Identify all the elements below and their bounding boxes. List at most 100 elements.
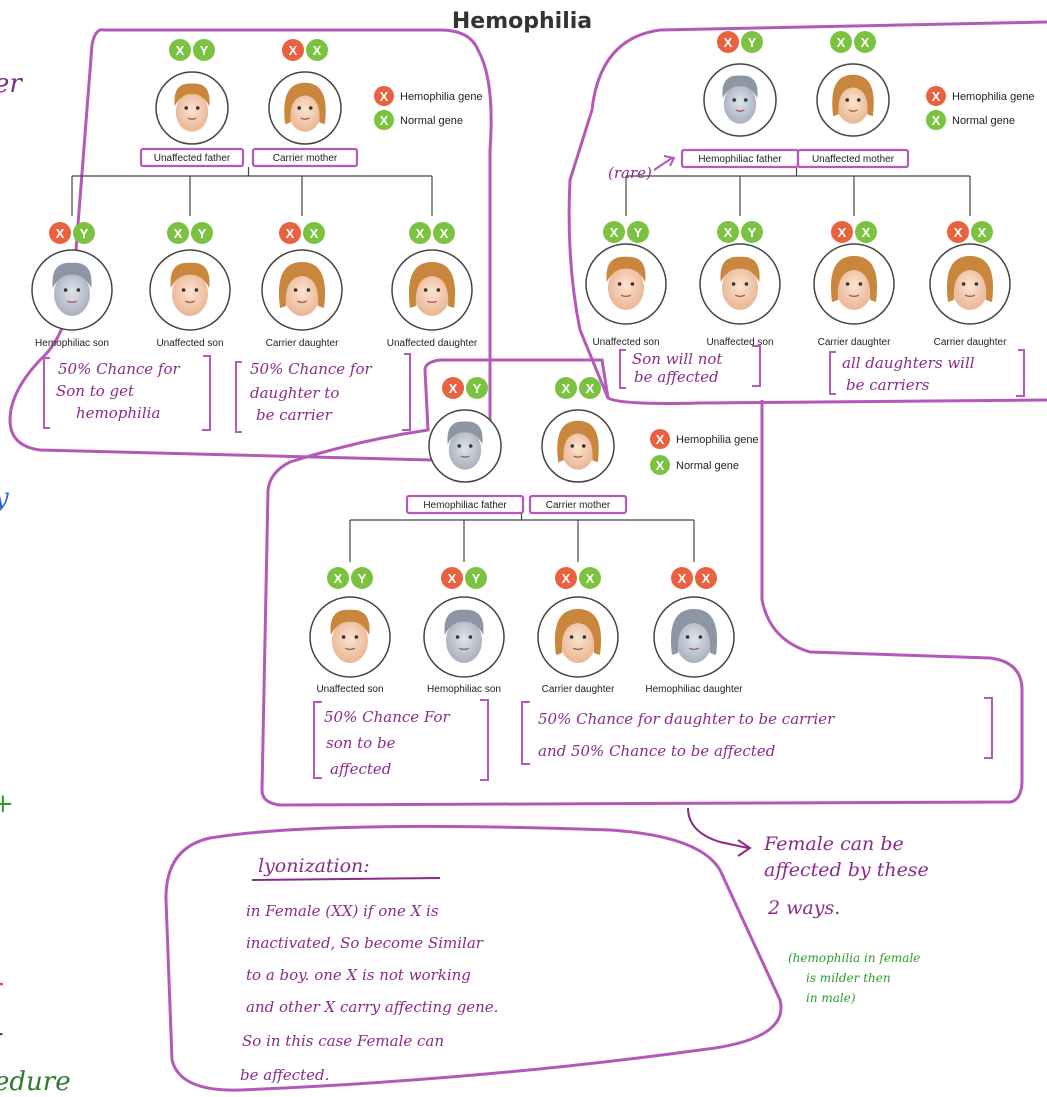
edge-ink-black: - — [0, 1021, 3, 1046]
hemophilia-gene-icon — [695, 567, 717, 589]
legend-hemophilia-label: Hemophilia gene — [952, 91, 1035, 103]
edge-ink-red: · — [0, 973, 5, 998]
rare-arrow — [653, 155, 676, 171]
svg-text:X: X — [449, 381, 458, 396]
normal-gene-icon — [73, 222, 95, 244]
hemophilia-gene-icon — [49, 222, 71, 244]
normal-gene-icon — [374, 110, 394, 130]
normal-gene-icon — [603, 221, 625, 243]
svg-text:to a boy. one X is not working: to a boy. one X is not working — [246, 966, 471, 984]
panel-2-son-note: Son will not be affected — [619, 345, 761, 389]
edge-ink-purple: er — [0, 69, 23, 99]
father-label: Hemophiliac father — [423, 500, 507, 511]
svg-text:X: X — [932, 113, 941, 128]
svg-text:X: X — [656, 432, 665, 447]
svg-text:X: X — [954, 225, 963, 240]
mother-portrait — [268, 71, 342, 145]
normal-gene-icon — [717, 221, 739, 243]
svg-text:X: X — [334, 571, 343, 586]
normal-gene-icon — [555, 377, 577, 399]
svg-text:Y: Y — [748, 35, 757, 50]
hemophilia-gene-icon — [947, 221, 969, 243]
svg-text:X: X — [586, 381, 595, 396]
female-note: Female can be affected by these 2 ways. — [763, 833, 929, 919]
child-label: Unaffected son — [156, 338, 223, 349]
svg-text:in Female (XX) if one X is: in Female (XX) if one X is — [246, 902, 439, 920]
svg-text:Son will not: Son will not — [632, 350, 723, 368]
child-portrait — [31, 249, 113, 331]
normal-gene-icon — [854, 31, 876, 53]
diagram-title: Hemophilia — [452, 9, 592, 34]
svg-text:X: X — [861, 35, 870, 50]
hemophilia-gene-icon — [650, 429, 670, 449]
normal-gene-icon — [926, 110, 946, 130]
panel-2-daughter-note: all daughters will be carriers — [829, 349, 1025, 397]
normal-gene-icon — [627, 221, 649, 243]
mother-label: Carrier mother — [273, 153, 338, 164]
panel-1-son-note: 50% Chance for Son to get hemophilia — [43, 355, 211, 431]
svg-text:Y: Y — [358, 571, 367, 586]
svg-text:Son to get: Son to get — [56, 382, 135, 400]
mother-portrait — [816, 63, 890, 137]
svg-text:X: X — [313, 43, 322, 58]
svg-text:be carriers: be carriers — [846, 376, 930, 394]
panel-3-daughter-note: 50% Chance for daughter to be carrier an… — [521, 697, 993, 765]
normal-gene-icon — [351, 567, 373, 589]
svg-text:X: X — [702, 571, 711, 586]
normal-gene-icon — [741, 31, 763, 53]
svg-text:X: X — [656, 458, 665, 473]
svg-text:X: X — [289, 43, 298, 58]
child-portrait — [699, 243, 781, 325]
panel-3-son-note: 50% Chance For son to be affected — [313, 699, 489, 781]
child-label: Unaffected daughter — [387, 338, 478, 349]
legend-normal-label: Normal gene — [676, 460, 739, 472]
child-label: Unaffected son — [316, 684, 383, 695]
normal-gene-icon — [306, 39, 328, 61]
child-portrait — [391, 249, 473, 331]
svg-text:Female can be: Female can be — [763, 833, 904, 855]
normal-gene-icon — [741, 221, 763, 243]
hemophilia-gene-icon — [442, 377, 464, 399]
child-label: Hemophiliac daughter — [645, 684, 743, 695]
panel-1-daughter-note: 50% Chance for daughter to be carrier — [235, 353, 411, 433]
svg-text:X: X — [610, 225, 619, 240]
hemophilia-gene-icon — [926, 86, 946, 106]
normal-gene-icon — [830, 31, 852, 53]
legend-panel-3: X Hemophilia gene X Normal gene — [650, 429, 759, 475]
svg-text:in male): in male) — [806, 991, 856, 1005]
svg-text:X: X — [586, 571, 595, 586]
svg-text:is milder then: is milder then — [806, 971, 891, 985]
child-portrait — [929, 243, 1011, 325]
hemophilia-gene-icon — [282, 39, 304, 61]
svg-text:2 ways.: 2 ways. — [767, 897, 840, 919]
child-label: Carrier daughter — [934, 337, 1007, 348]
lyonization-outline — [164, 824, 783, 1092]
edge-ink-blue: y — [0, 483, 9, 513]
normal-gene-icon — [303, 222, 325, 244]
svg-text:X: X — [978, 225, 987, 240]
legend-panel-2: X Hemophilia gene X Normal gene — [926, 86, 1035, 130]
child-label: Carrier daughter — [818, 337, 891, 348]
father-portrait — [703, 63, 777, 137]
svg-text:be affected: be affected — [634, 368, 719, 386]
child-portrait — [653, 596, 735, 678]
svg-text:X: X — [678, 571, 687, 586]
svg-text:Y: Y — [198, 226, 207, 241]
svg-text:X: X — [310, 226, 319, 241]
hemophilia-gene-icon — [374, 86, 394, 106]
child-portrait — [423, 596, 505, 678]
svg-text:X: X — [724, 225, 733, 240]
father-label: Unaffected father — [154, 153, 231, 164]
svg-text:Y: Y — [200, 43, 209, 58]
child-portrait — [813, 243, 895, 325]
svg-text:Y: Y — [473, 381, 482, 396]
svg-text:X: X — [448, 571, 457, 586]
svg-text:X: X — [174, 226, 183, 241]
hemophilia-gene-icon — [441, 567, 463, 589]
legend-hemophilia-label: Hemophilia gene — [400, 91, 483, 103]
svg-text:affected: affected — [330, 760, 391, 778]
svg-text:50% Chance For: 50% Chance For — [324, 708, 451, 726]
